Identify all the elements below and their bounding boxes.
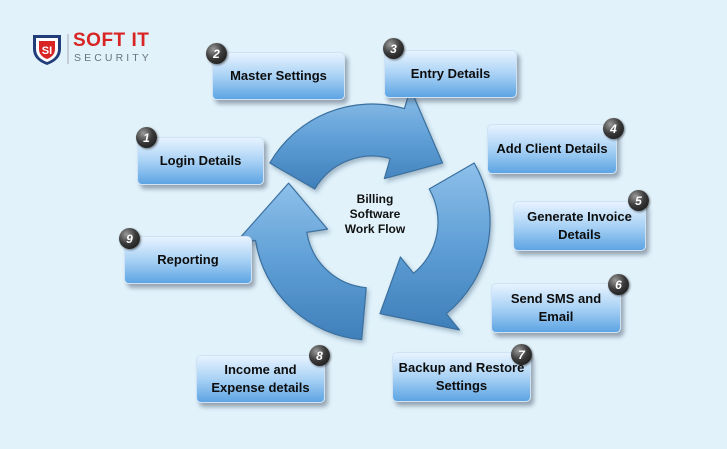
step-add-client-details: Add Client Details: [487, 124, 617, 174]
badge-number: 3: [390, 41, 397, 56]
step-number-badge: 3: [383, 38, 404, 59]
step-entry-details: Entry Details: [384, 50, 517, 98]
shield-logo-icon: SI: [33, 35, 61, 65]
badge-number: 5: [635, 193, 642, 208]
badge-number: 4: [610, 121, 617, 136]
step-number-badge: 2: [206, 43, 227, 64]
badge-number: 8: [316, 348, 323, 363]
step-send-sms-and-email: Send SMS and Email: [491, 283, 621, 333]
badge-number: 2: [213, 46, 220, 61]
badge-number: 9: [126, 231, 133, 246]
badge-number: 6: [615, 277, 622, 292]
badge-number: 1: [143, 130, 150, 145]
step-number-badge: 1: [136, 127, 157, 148]
company-logo: SI SOFT IT SECURITY: [31, 30, 171, 66]
brand-name: SOFT IT: [73, 30, 150, 51]
step-label: Login Details: [159, 153, 242, 168]
cycle-arrow: [234, 182, 367, 341]
step-label: Generate Invoice Details: [527, 209, 632, 242]
brand-tagline: SECURITY: [74, 52, 152, 64]
center-label-text: Billing Software Work Flow: [344, 192, 406, 236]
step-generate-invoice-details: Generate Invoice Details: [513, 201, 646, 251]
logo-mark-text: SI: [42, 45, 52, 57]
step-income-and-expense-details: Income and Expense details: [196, 355, 325, 403]
step-label: Income and Expense details: [211, 362, 310, 395]
diagram-center-label: Billing Software Work Flow: [325, 192, 425, 237]
step-number-badge: 4: [603, 118, 624, 139]
step-label: Backup and Restore Settings: [398, 360, 525, 393]
step-number-badge: 5: [628, 190, 649, 211]
logo-divider: [67, 34, 69, 64]
step-label: Master Settings: [230, 68, 327, 83]
step-number-badge: 8: [309, 345, 330, 366]
badge-number: 7: [518, 347, 525, 362]
cycle-arrow: [269, 87, 444, 190]
step-label: Entry Details: [410, 66, 491, 81]
step-number-badge: 9: [119, 228, 140, 249]
step-backup-and-restore-settings: Backup and Restore Settings: [392, 352, 531, 402]
step-number-badge: 6: [608, 274, 629, 295]
step-label: Reporting: [157, 252, 219, 267]
step-label: Add Client Details: [496, 141, 608, 156]
step-number-badge: 7: [511, 344, 532, 365]
step-master-settings: Master Settings: [212, 52, 345, 100]
step-reporting: Reporting: [124, 236, 252, 284]
step-label: Send SMS and Email: [510, 291, 602, 324]
cycle-arrow: [379, 162, 491, 331]
step-login-details: Login Details: [137, 137, 264, 185]
